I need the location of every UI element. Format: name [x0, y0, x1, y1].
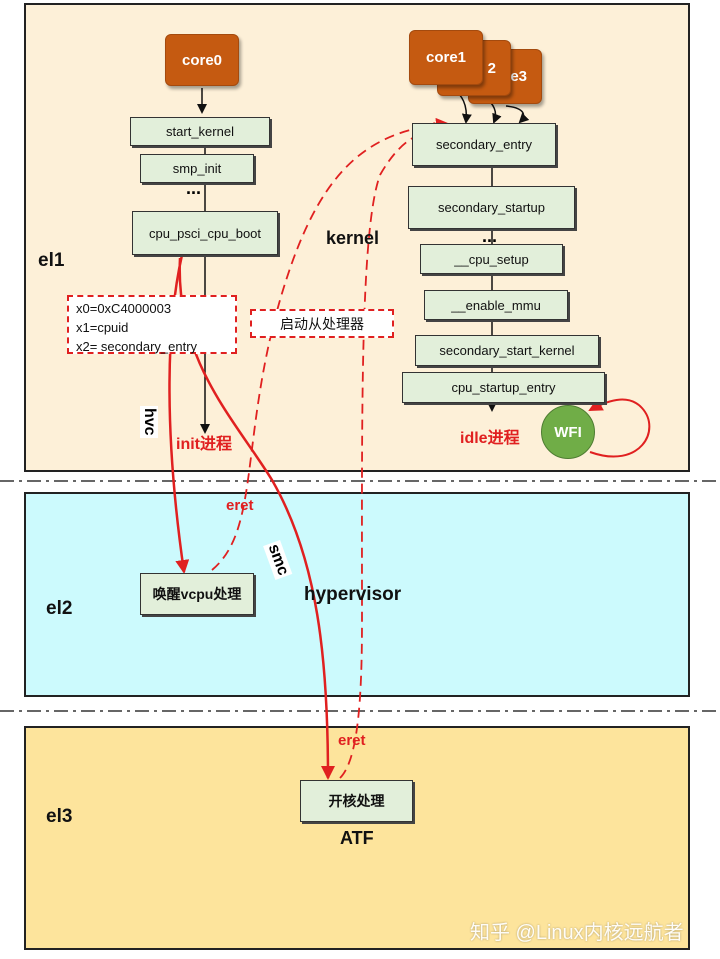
- wfi-loop-arrow: [588, 398, 651, 458]
- el1-label: el1: [38, 250, 65, 271]
- cpu-setup-box: __cpu_setup: [420, 244, 563, 274]
- core0-block: core0: [165, 34, 239, 86]
- register-x0: x0=0xC4000003: [76, 301, 172, 316]
- register-args-box: x0=0xC4000003 x1=cpuid x2= secondary_ent…: [67, 295, 237, 354]
- enable-mmu-box: __enable_mmu: [424, 290, 568, 320]
- start-kernel-box: start_kernel: [130, 117, 270, 146]
- secondary-startup-box: secondary_startup: [408, 186, 575, 229]
- right-ellipsis: ...: [482, 226, 498, 246]
- hvc-label: hvc: [140, 406, 158, 438]
- watermark-text: 知乎 @Linux内核远航者: [470, 922, 684, 944]
- el3-label: el3: [46, 806, 73, 827]
- el2-region: [24, 492, 690, 697]
- eret-el3-arrow: [339, 121, 448, 779]
- el2-label: el2: [46, 598, 73, 619]
- el3-region: [24, 726, 690, 950]
- kernel-label: kernel: [326, 228, 380, 248]
- core1-block: core1: [409, 30, 483, 85]
- register-x2: x2= secondary_entry: [76, 339, 198, 354]
- eret-el2-label: eret: [226, 497, 254, 514]
- atf-label: ATF: [340, 828, 374, 848]
- wake-vcpu-box: 唤醒vcpu处理: [140, 573, 254, 615]
- left-ellipsis: ...: [186, 178, 202, 198]
- hvc-arrow: [168, 254, 190, 574]
- wfi-circle: WFI: [541, 405, 595, 459]
- start-secondary-box: 启动从处理器: [250, 309, 394, 338]
- eret-el2-arrow: [211, 117, 450, 571]
- register-x1: x1=cpuid: [76, 320, 129, 335]
- eret-el3-label: eret: [338, 732, 366, 749]
- hypervisor-label: hypervisor: [304, 584, 402, 605]
- core3-entry-arrow: [505, 105, 530, 124]
- secondary-start-kernel-box: secondary_start_kernel: [415, 335, 599, 366]
- init-process-label: init进程: [176, 436, 232, 453]
- smp-init-box: smp_init: [140, 154, 254, 183]
- cpu-startup-entry-box: cpu_startup_entry: [402, 372, 605, 403]
- core-start-box: 开核处理: [300, 780, 413, 822]
- idle-process-label: idle进程: [460, 430, 520, 447]
- secondary-entry-box: secondary_entry: [412, 123, 556, 166]
- cpu-psci-cpu-boot-box: cpu_psci_cpu_boot: [132, 211, 278, 255]
